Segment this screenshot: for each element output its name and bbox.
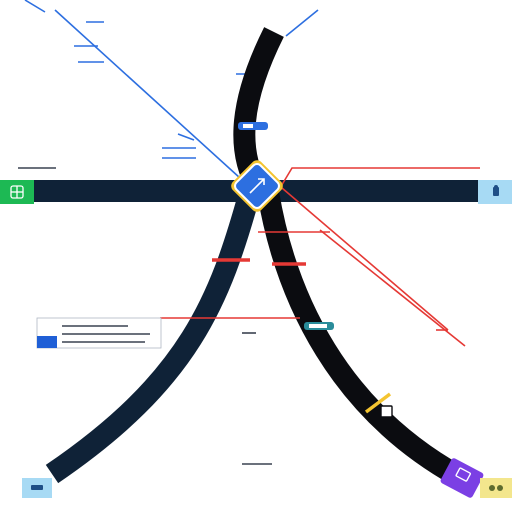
ticket-icon	[31, 485, 43, 490]
yellow-track-marker	[364, 392, 392, 414]
coins-icon	[489, 485, 503, 491]
red-track-markers	[212, 258, 306, 266]
grid-icon	[10, 185, 24, 199]
blue-connector-line-top	[24, 0, 46, 13]
right-terminal[interactable]	[478, 180, 512, 204]
bottom-right-terminal[interactable]	[440, 457, 485, 499]
blue-connector-line-right	[285, 9, 319, 37]
bottom-right-terminal-fill	[440, 458, 484, 498]
red-connector-line	[279, 167, 480, 189]
card-icon	[455, 467, 471, 482]
blue-connector-group	[24, 0, 319, 179]
annotation-box-lines	[62, 325, 150, 343]
track-markers	[238, 122, 393, 418]
annotation-box-frame	[36, 317, 162, 349]
bottom-right-corner[interactable]	[480, 478, 512, 498]
illegible-text-marks	[18, 167, 272, 465]
center-node[interactable]	[229, 158, 286, 215]
bottom-left-terminal[interactable]	[22, 478, 52, 498]
annotation-box-accent	[37, 336, 57, 348]
blue-tick	[177, 133, 195, 141]
left-terminal[interactable]	[0, 180, 34, 204]
square-marker-icon	[380, 405, 393, 418]
blue-connector-line	[54, 9, 241, 179]
compass-icon	[249, 178, 265, 194]
red-connector-line	[281, 187, 449, 331]
tracks	[30, 27, 478, 486]
track-marker-teal-inner	[309, 324, 327, 328]
left-descending-track	[45, 189, 261, 484]
red-connectors	[160, 167, 480, 347]
bottom-right-corner-fill	[480, 478, 512, 498]
track-marker-blue-inner	[243, 124, 253, 128]
red-connector-line	[319, 229, 466, 347]
right-descending-track	[257, 190, 464, 486]
cup-icon	[493, 185, 499, 196]
annotation-box	[36, 317, 162, 349]
